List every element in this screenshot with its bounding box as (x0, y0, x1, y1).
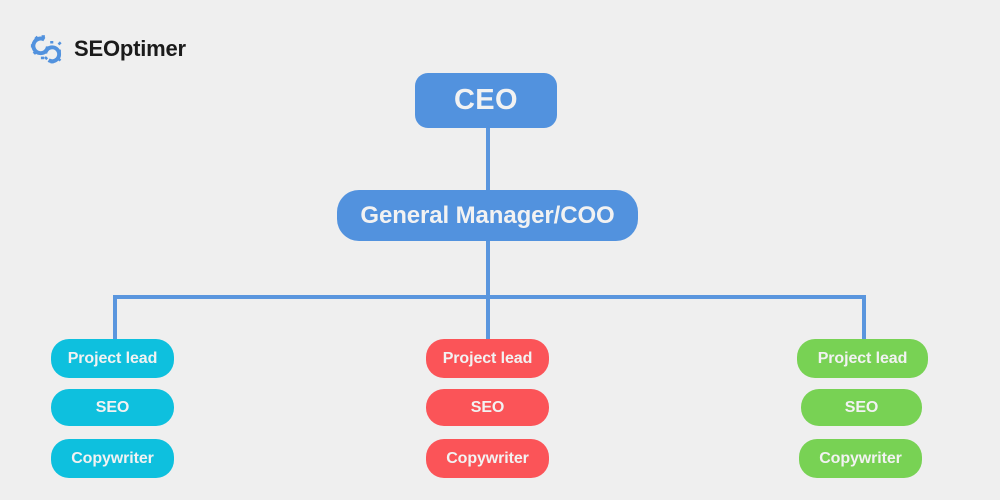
node-ceo-label: CEO (453, 84, 519, 116)
node-team2-copywriter-label: Copywriter (446, 449, 529, 467)
connector-ceo-to-gm (486, 128, 490, 190)
node-team1-seo[interactable]: SEO (51, 389, 174, 426)
node-team1-copywriter-label: Copywriter (71, 449, 154, 467)
connector-bus-to-left-team (113, 295, 117, 339)
node-gm-label: General Manager/COO (360, 201, 615, 229)
node-team3-copywriter-label: Copywriter (819, 449, 902, 467)
node-team1-copywriter[interactable]: Copywriter (51, 439, 174, 478)
node-team2-seo[interactable]: SEO (426, 389, 549, 426)
node-team3-copywriter[interactable]: Copywriter (799, 439, 922, 478)
node-team3-seo-label: SEO (844, 398, 879, 416)
node-team1-project-lead[interactable]: Project lead (51, 339, 174, 378)
node-team3-project-lead-label: Project lead (817, 349, 908, 367)
node-team3-project-lead[interactable]: Project lead (797, 339, 928, 378)
node-team3-seo[interactable]: SEO (801, 389, 922, 426)
connector-gm-to-center-team (486, 241, 490, 339)
node-team2-copywriter[interactable]: Copywriter (426, 439, 549, 478)
seoptimer-gears-icon (26, 29, 66, 69)
brand-logo: SEOptimer (26, 29, 186, 69)
node-ceo[interactable]: CEO (415, 73, 557, 128)
connector-horizontal-bus (113, 295, 866, 299)
node-team2-project-lead-label: Project lead (442, 349, 533, 367)
brand-name: SEOptimer (74, 36, 186, 61)
node-team2-seo-label: SEO (470, 398, 505, 416)
connector-bus-to-right-team (862, 295, 866, 339)
node-team1-seo-label: SEO (95, 398, 130, 416)
node-general-manager-coo[interactable]: General Manager/COO (337, 190, 638, 241)
node-team1-project-lead-label: Project lead (67, 349, 158, 367)
node-team2-project-lead[interactable]: Project lead (426, 339, 549, 378)
